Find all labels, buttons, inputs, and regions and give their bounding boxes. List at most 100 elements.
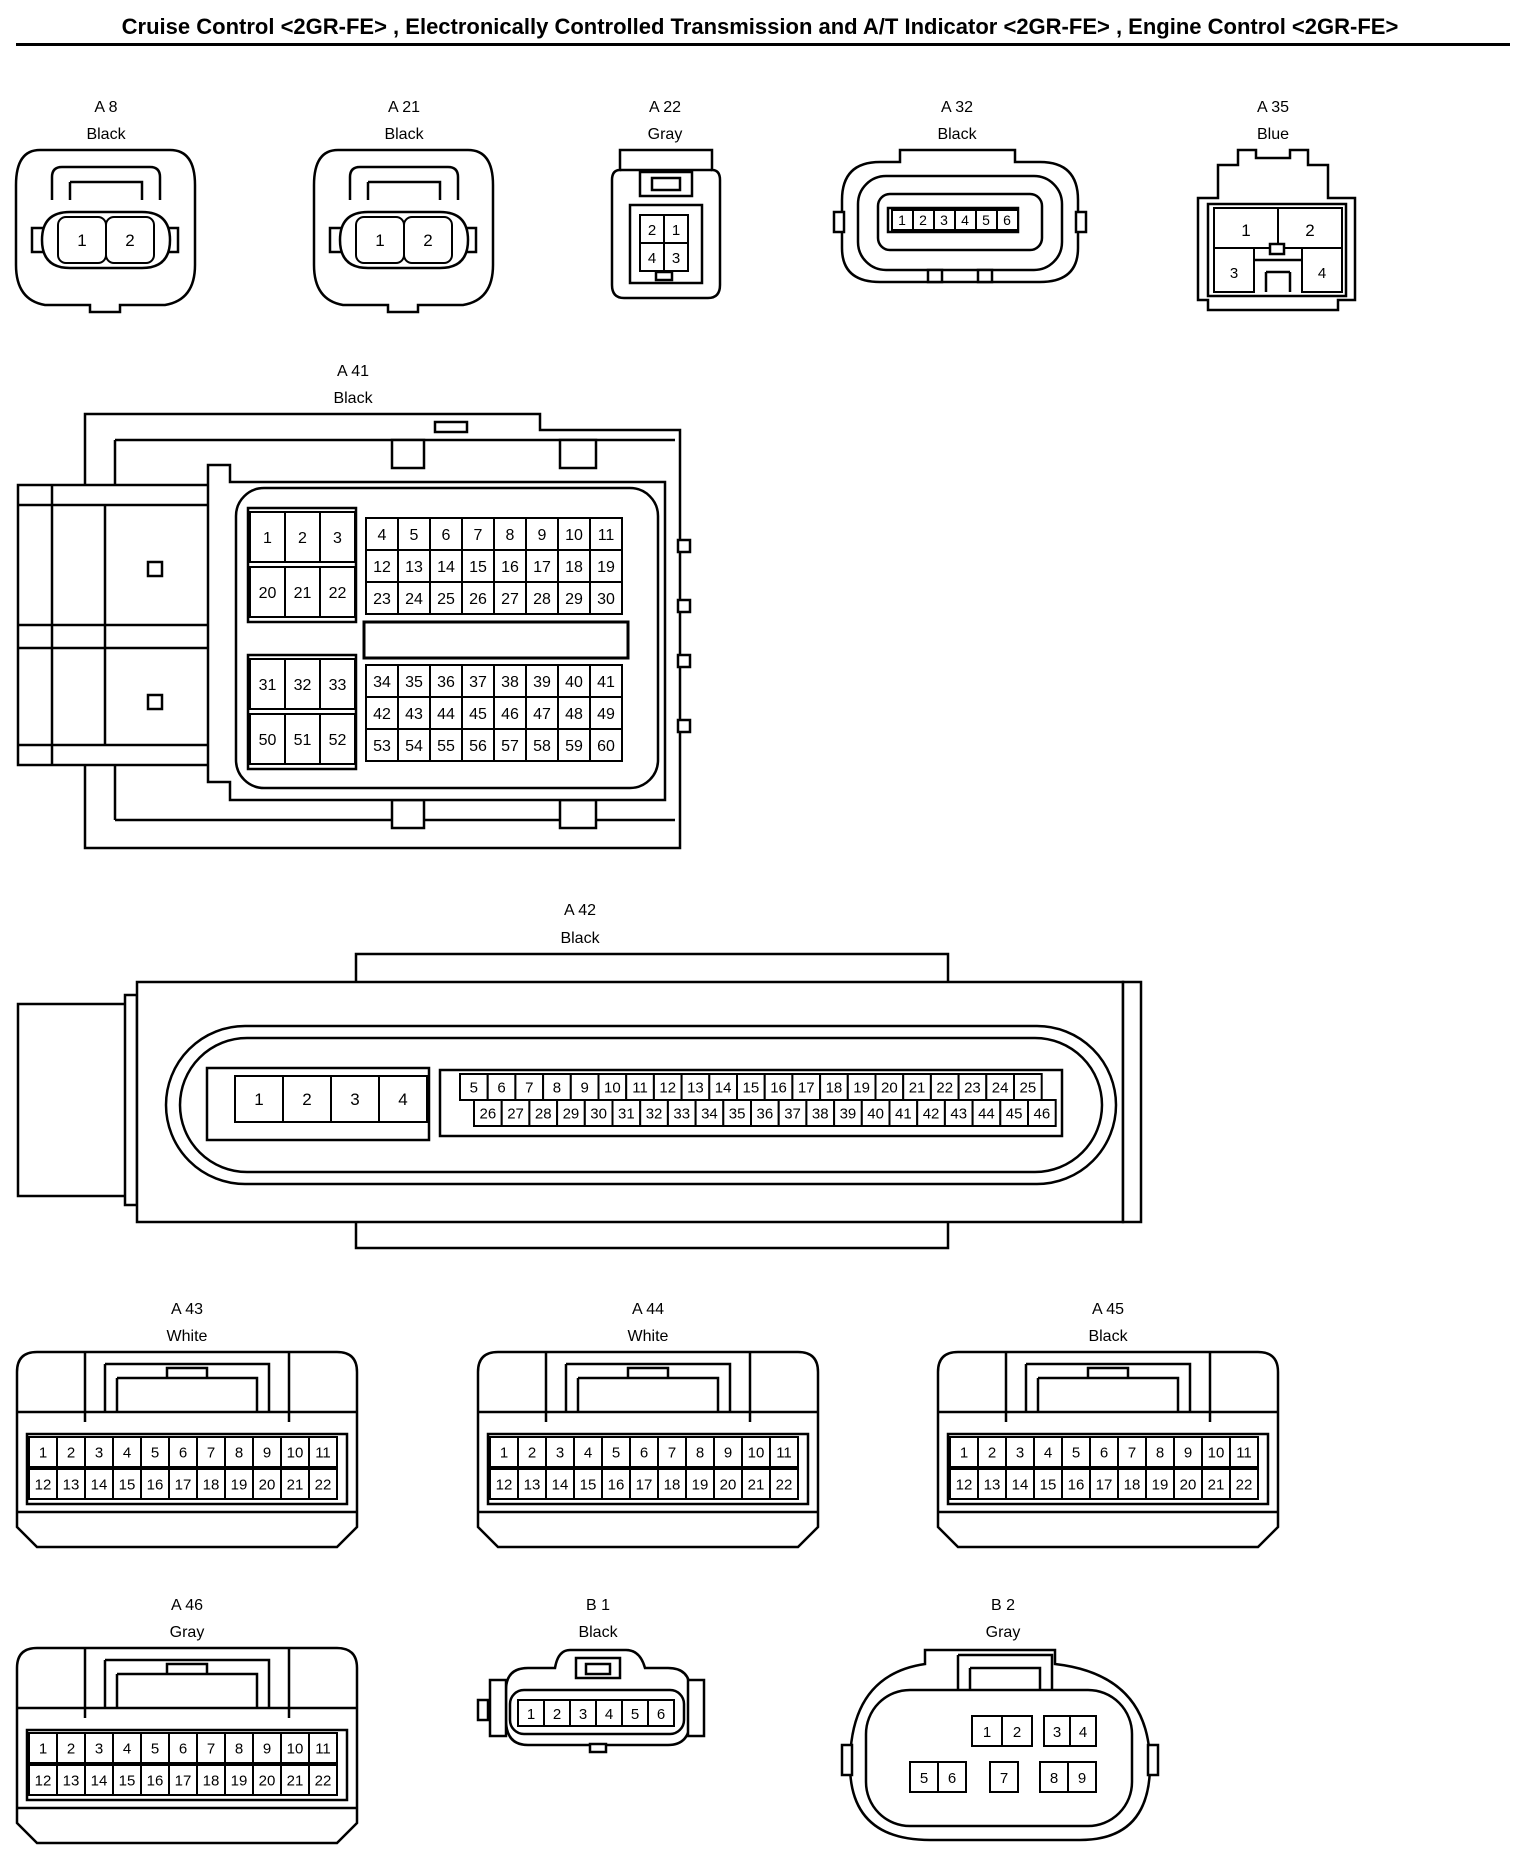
- connector-a44-pin: 17: [636, 1476, 653, 1493]
- connector-a44-pin: 19: [692, 1476, 709, 1493]
- connector-a43-pin: 10: [287, 1444, 304, 1461]
- a41-pin: 15: [469, 559, 487, 576]
- connector-a44-id: A 44: [632, 1301, 664, 1318]
- a41-pin: 27: [501, 591, 519, 608]
- connector-a46-pin: 2: [67, 1740, 75, 1757]
- connector-a44-pin: 2: [528, 1444, 536, 1461]
- a42-pin: 18: [826, 1079, 843, 1096]
- connector-a45-pin: 5: [1072, 1444, 1080, 1461]
- a42-pin: 2: [302, 1090, 311, 1109]
- connector-a35-id: A 35: [1257, 99, 1289, 116]
- a41-pin: 5: [410, 527, 419, 544]
- a42-pin: 15: [743, 1079, 760, 1096]
- a42-pin: 8: [553, 1079, 561, 1096]
- a41-pin: 4: [378, 527, 387, 544]
- connector-a46-pin: 8: [235, 1740, 243, 1757]
- a41-pin: 37: [469, 674, 487, 691]
- a42-pin: 41: [895, 1105, 912, 1122]
- connector-a21-pin: 2: [423, 231, 432, 250]
- connector-a45-pin: 2: [988, 1444, 996, 1461]
- a42-pin: 46: [1034, 1105, 1051, 1122]
- connector-a45-pin: 19: [1152, 1476, 1169, 1493]
- connector-a46-pin: 21: [287, 1772, 304, 1789]
- connector-a44-pin: 1: [500, 1444, 508, 1461]
- connector-a45-pin: 12: [956, 1476, 973, 1493]
- a42-pin: 22: [936, 1079, 953, 1096]
- connector-a46-pin: 10: [287, 1740, 304, 1757]
- connector-a22-pin: 2: [648, 222, 656, 239]
- a42-pin: 19: [853, 1079, 870, 1096]
- connector-b2-id: B 2: [991, 1597, 1015, 1614]
- a42-pin: 44: [978, 1105, 995, 1122]
- a42-pin: 34: [701, 1105, 718, 1122]
- a41-pin: 20: [259, 585, 277, 602]
- connector-a44-pin: 18: [664, 1476, 681, 1493]
- connector-a44-pin: 3: [556, 1444, 564, 1461]
- connector-a43-pin: 22: [315, 1476, 332, 1493]
- connector-a32-id: A 32: [941, 99, 973, 116]
- connector-a43-pin: 16: [147, 1476, 164, 1493]
- connector-a45-pin: 3: [1016, 1444, 1024, 1461]
- connector-a45-pin: 17: [1096, 1476, 1113, 1493]
- connector-a8-pin: 1: [77, 231, 86, 250]
- a42-pin: 20: [881, 1079, 898, 1096]
- a41-pin: 57: [501, 738, 519, 755]
- connector-a43-pin: 11: [315, 1444, 331, 1461]
- connector-a43-pin: 14: [91, 1476, 108, 1493]
- a42-pin: 26: [480, 1105, 497, 1122]
- a42-pin: 38: [812, 1105, 829, 1122]
- connector-a46-pin: 1: [39, 1740, 47, 1757]
- connector-a46-pin: 19: [231, 1772, 248, 1789]
- a41-pin: 10: [565, 527, 583, 544]
- a42-pin: 40: [867, 1105, 884, 1122]
- connector-a43-pin: 2: [67, 1444, 75, 1461]
- connector-a22: A 22 Gray 2 1 4 3: [610, 99, 722, 300]
- connector-a44-pin: 20: [720, 1476, 737, 1493]
- a41-pin: 59: [565, 738, 583, 755]
- connector-a46-pin: 11: [315, 1740, 331, 1757]
- connector-a45-pin: 16: [1068, 1476, 1085, 1493]
- connector-a44-color: White: [628, 1328, 669, 1345]
- connector-a43-color: White: [167, 1328, 208, 1345]
- connector-a45-pin: 8: [1156, 1444, 1164, 1461]
- connector-a43-pin: 15: [119, 1476, 136, 1493]
- connector-a45-pin: 13: [984, 1476, 1001, 1493]
- connector-a46-pin: 13: [63, 1772, 80, 1789]
- a41-pin: 16: [501, 559, 519, 576]
- connector-a46-pin: 18: [203, 1772, 220, 1789]
- a41-pin: 30: [597, 591, 615, 608]
- a42-pin: 16: [770, 1079, 787, 1096]
- a41-pin: 29: [565, 591, 583, 608]
- a41-pin: 28: [533, 591, 551, 608]
- a42-pin: 33: [673, 1105, 690, 1122]
- connector-a35-pin: 4: [1318, 265, 1326, 282]
- a42-pin: 17: [798, 1079, 815, 1096]
- connector-a44-pin: 4: [584, 1444, 592, 1461]
- connector-a44-pin: 13: [524, 1476, 541, 1493]
- a42-pin: 42: [923, 1105, 940, 1122]
- a41-pin: 22: [329, 585, 347, 602]
- connector-a35-color: Blue: [1257, 126, 1289, 143]
- connector-a46-pin: 20: [259, 1772, 276, 1789]
- a41-pin: 54: [405, 738, 423, 755]
- a41-pin: 48: [565, 706, 583, 723]
- a41-pin: 44: [437, 706, 455, 723]
- a41-pin: 45: [469, 706, 487, 723]
- connector-a45-pin: 20: [1180, 1476, 1197, 1493]
- connector-a43-pin: 6: [179, 1444, 187, 1461]
- a41-pin: 60: [597, 738, 615, 755]
- a42-pin: 10: [604, 1079, 621, 1096]
- a41-pin: 24: [405, 591, 423, 608]
- a41-pin: 31: [259, 677, 277, 694]
- connector-a45-pin: 10: [1208, 1444, 1225, 1461]
- a41-pin: 23: [373, 591, 391, 608]
- connector-a35: A 35 Blue 1 2 3 4: [1196, 99, 1357, 312]
- connector-a45-pin: 11: [1236, 1444, 1252, 1461]
- a41-pin: 36: [437, 674, 455, 691]
- connector-a44-pin: 5: [612, 1444, 620, 1461]
